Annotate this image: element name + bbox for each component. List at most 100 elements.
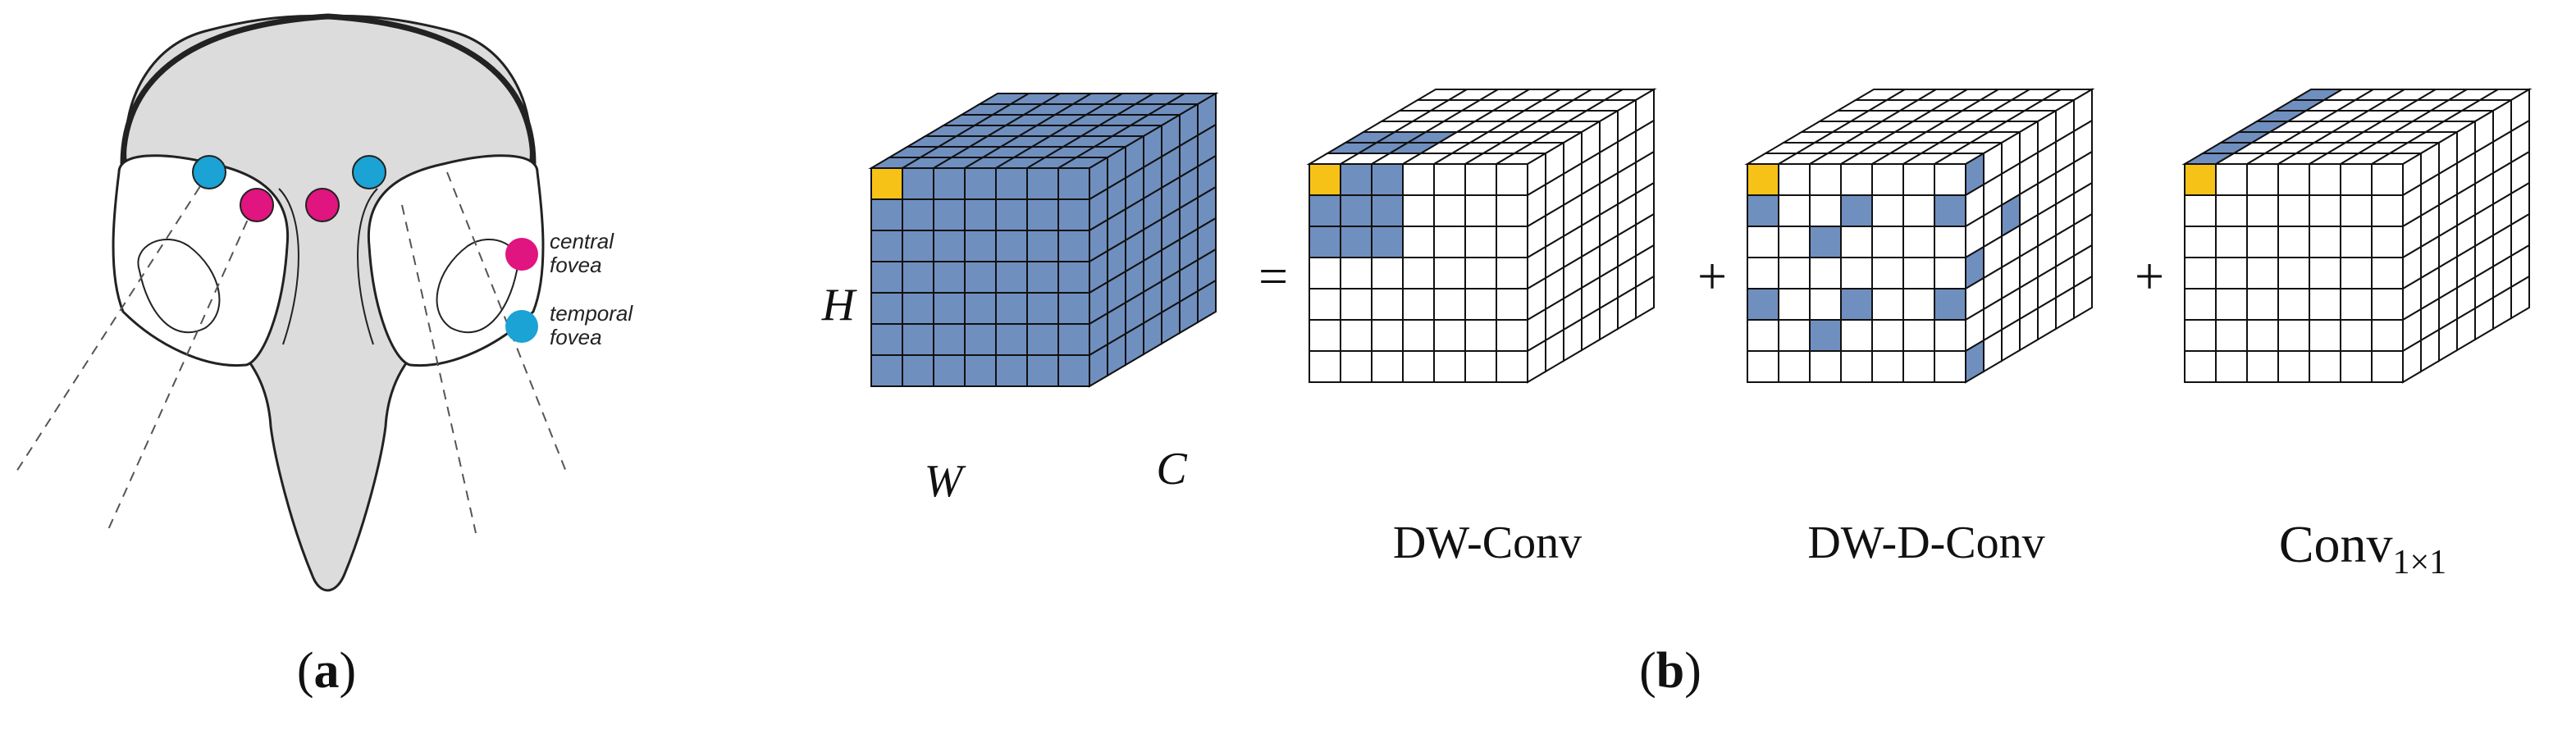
cube-0-front-cell [933, 230, 966, 262]
cube-0-front-cell [902, 354, 934, 387]
cube-1-front-cell [1402, 257, 1435, 289]
cube-0-front-cell [902, 167, 934, 200]
cube-2-front-cell [1778, 350, 1811, 383]
cube-3-front-cell [2184, 257, 2217, 289]
cube-1-front-cell [1309, 163, 1341, 196]
cube-3-front-cell [2184, 288, 2217, 321]
cube-0-front-cell [933, 292, 966, 325]
cube-0-front-cell [870, 261, 903, 294]
cube-3-front-cell [2277, 194, 2310, 227]
cube-3-front-cell [2277, 257, 2310, 289]
cube-3-front-cell [2340, 319, 2373, 352]
cube-0-front-cell [933, 261, 966, 294]
legend-temporal-line2: fovea [550, 325, 602, 349]
cube-1-front-cell [1464, 257, 1497, 289]
cube-1-front-cell [1496, 163, 1528, 196]
cube-2-front-cell [1778, 319, 1811, 352]
cube-2-front-cell [1840, 194, 1873, 227]
cube-1-front-cell [1340, 288, 1372, 321]
panel-a-label: (a) [297, 643, 356, 699]
cube-3-front-cell [2246, 194, 2279, 227]
cube-2-front-cell [1934, 257, 1966, 289]
cube-1-front-cell [1309, 350, 1341, 383]
cube-3-front-cell [2246, 319, 2279, 352]
cube-2-front-cell [1840, 257, 1873, 289]
legend-central-swatch [505, 238, 538, 271]
cube-1-front-cell [1464, 319, 1497, 352]
cube-3-front-cell [2184, 319, 2217, 352]
cube-1-front-cell [1496, 194, 1528, 227]
cube-2-front-cell [1840, 319, 1873, 352]
cube-1-front-cell [1464, 163, 1497, 196]
cube-0-front-cell [964, 323, 997, 356]
cube-3-front-cell [2340, 350, 2373, 383]
cube-3-front-cell [2371, 319, 2404, 352]
cube-2-front-cell [1747, 319, 1779, 352]
channel-axis-label: C [1156, 444, 1187, 495]
plus-operator-2: + [2135, 247, 2164, 305]
cube-1-front-cell [1433, 288, 1466, 321]
cube-1-front-cell [1496, 319, 1528, 352]
cube-2-front-cell [1871, 288, 1904, 321]
cube-2-front-cell [1902, 163, 1935, 196]
cube-2-front-cell [1934, 163, 1966, 196]
cube-2-front-cell [1902, 288, 1935, 321]
cube-3-front-cell [2215, 288, 2248, 321]
cube-3-front-cell [2340, 226, 2373, 258]
cube-0-front-cell [1057, 323, 1090, 356]
cube-2-front-cell [1871, 257, 1904, 289]
cube-0-front-cell [902, 230, 934, 262]
cube-0-front-cell [1057, 230, 1090, 262]
cube-0-front-cell [870, 323, 903, 356]
cube-0-front-cell [1026, 292, 1059, 325]
caption-dw-d-conv: DW-D-Conv [1807, 517, 2044, 568]
cube-2-front-cell [1902, 350, 1935, 383]
cube-0-front-cell [933, 323, 966, 356]
cube-1-front-cell [1402, 288, 1435, 321]
cube-3-front-cell [2215, 163, 2248, 196]
cube-1-front-cell [1402, 194, 1435, 227]
cube-1-front-cell [1340, 257, 1372, 289]
cube-3-front-cell [2340, 163, 2373, 196]
plus-operator-1: + [1697, 247, 1727, 305]
cube-2-side-cell [2073, 275, 2093, 320]
legend-temporal-line1: temporal [550, 301, 633, 326]
cube-1-front-cell [1433, 257, 1466, 289]
cube-0-front-cell [870, 198, 903, 231]
cube-0-front-cell [870, 292, 903, 325]
cube-1-front-cell [1496, 257, 1528, 289]
cube-0-front-cell [902, 261, 934, 294]
cube-0-front-cell [1057, 292, 1090, 325]
cube-1-side-cell [1635, 275, 1655, 320]
cube-2-front-cell [1809, 163, 1842, 196]
caption-conv1x1: Conv1×1 [2279, 515, 2446, 581]
cube-1-front-cell [1371, 350, 1404, 383]
cube-3-front-cell [2371, 194, 2404, 227]
cube-1-front-cell [1340, 350, 1372, 383]
central-fovea-right [305, 188, 340, 222]
cube-0-front-cell [1057, 354, 1090, 387]
bird-head-diagram [16, 13, 567, 592]
cube-3-front-cell [2371, 257, 2404, 289]
cube-2-front-cell [1778, 226, 1811, 258]
cube-0-front-cell [902, 292, 934, 325]
cube-3-front-cell [2277, 319, 2310, 352]
cube-2-front-cell [1747, 350, 1779, 383]
cube-3-front-cell [2340, 257, 2373, 289]
cube-3-front-cell [2371, 288, 2404, 321]
cube-3-front-cell [2184, 163, 2217, 196]
cube-1-front-cell [1371, 288, 1404, 321]
cube-2-front-cell [1871, 319, 1904, 352]
height-axis-label: H [821, 280, 857, 331]
cube-2-front-cell [1840, 288, 1873, 321]
cube-2-front-cell [1934, 194, 1966, 227]
cube-0-front-cell [902, 198, 934, 231]
cube-1-front-cell [1371, 319, 1404, 352]
cube-1-front-cell [1433, 163, 1466, 196]
cube-1-front-cell [1371, 226, 1404, 258]
legend-central-line1: central [550, 229, 614, 253]
cube-1-front-cell [1433, 319, 1466, 352]
cube-0-front-cell [1026, 198, 1059, 231]
cube-2-front-cell [1902, 194, 1935, 227]
